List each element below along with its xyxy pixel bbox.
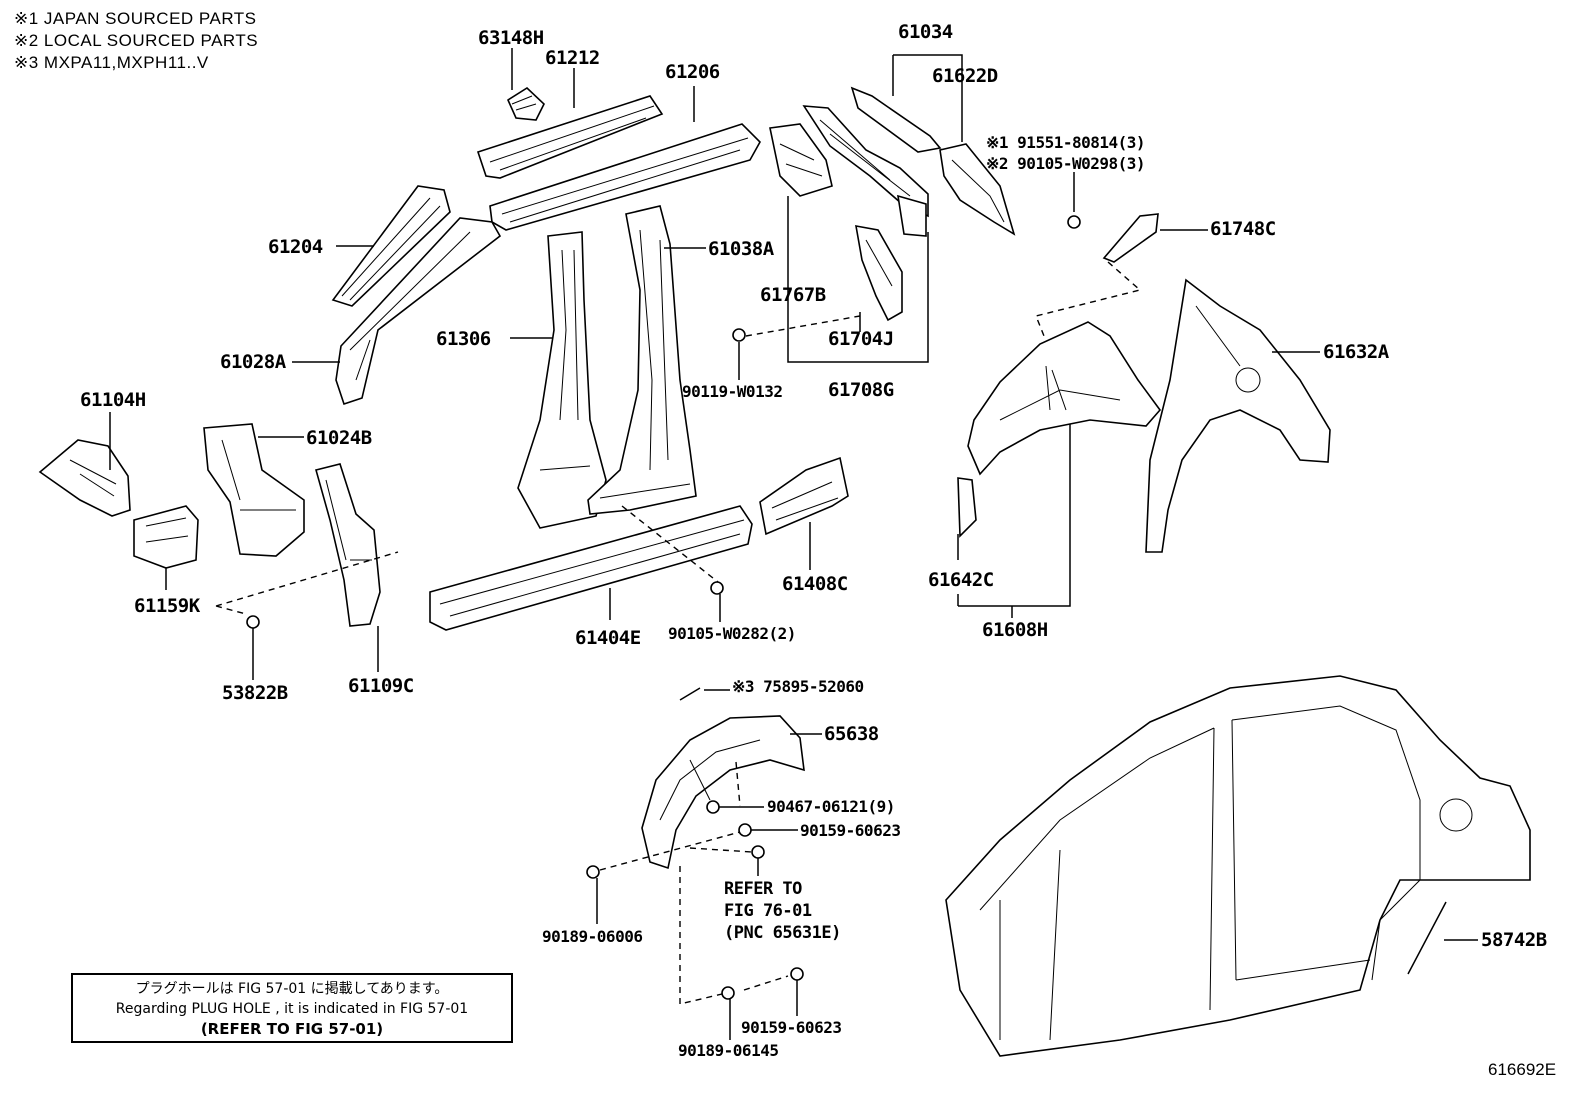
label-90159-60623-upper[interactable]: 90159-60623	[800, 821, 901, 840]
part-61306-center-pillar-inner	[517, 231, 607, 529]
part-61748c-bracket	[1102, 213, 1159, 263]
label-90105-w0282[interactable]: 90105-W0282(2)	[668, 624, 796, 643]
label-65638[interactable]: 65638	[824, 723, 879, 745]
part-61109c-pillar-front	[315, 463, 381, 627]
label-61748c[interactable]: 61748C	[1210, 218, 1276, 240]
part-58742b-moulding	[1407, 901, 1447, 975]
label-90119-w0132[interactable]: 90119-W0132	[682, 382, 783, 401]
refer-line-3: (PNC 65631E)	[724, 923, 841, 943]
part-61038a-center-pillar-outer	[587, 205, 697, 515]
refer-line-2[interactable]: FIG 76-01	[724, 901, 812, 921]
footnote-japan: ※1 JAPAN SOURCED PARTS	[14, 9, 257, 28]
part-61212-rail	[476, 95, 664, 179]
part-63148h-bracket	[506, 86, 545, 121]
leader-lines	[109, 48, 1478, 1040]
label-75895-52060[interactable]: ※3 75895-52060	[732, 677, 864, 696]
label-61038a[interactable]: 61038A	[708, 238, 774, 260]
label-61404e[interactable]: 61404E	[575, 627, 641, 649]
label-90467-06121[interactable]: 90467-06121(9)	[767, 797, 895, 816]
note-japanese: プラグホールは FIG 57-01 に掲載してあります。	[135, 981, 449, 997]
label-61024b[interactable]: 61024B	[306, 427, 372, 449]
part-75895-strip	[679, 687, 701, 701]
part-61608h-wheelhouse	[967, 321, 1162, 476]
label-90105-w0298[interactable]: ※2 90105-W0298(3)	[986, 154, 1146, 173]
label-61306[interactable]: 61306	[436, 328, 491, 350]
label-91551-80814[interactable]: ※1 91551-80814(3)	[986, 133, 1146, 152]
part-61632a-quarter-panel	[1145, 278, 1331, 553]
footnotes: ※1 JAPAN SOURCED PARTS ※2 LOCAL SOURCED …	[14, 8, 258, 74]
part-side-panel-assembly	[945, 675, 1531, 1057]
label-61704j[interactable]: 61704J	[828, 328, 894, 350]
label-90189-06006[interactable]: 90189-06006	[542, 927, 643, 946]
dashed-guides	[215, 261, 1142, 1005]
label-61212[interactable]: 61212	[545, 47, 600, 69]
part-61622d-panel	[939, 143, 1016, 236]
label-61642c[interactable]: 61642C	[928, 569, 994, 591]
part-61767b-panel	[769, 123, 833, 197]
label-53822b[interactable]: 53822B	[222, 682, 288, 704]
label-61206[interactable]: 61206	[665, 61, 720, 83]
part-61159k-bracket	[133, 505, 199, 569]
part-61034-rail	[850, 86, 942, 153]
label-61622d[interactable]: 61622D	[932, 65, 998, 87]
label-63148h[interactable]: 63148H	[478, 27, 544, 49]
label-61408c[interactable]: 61408C	[782, 573, 848, 595]
part-61028a-pillar-upper	[335, 217, 502, 406]
label-90159-60623-lower[interactable]: 90159-60623	[741, 1018, 842, 1037]
part-61708g-rail	[802, 105, 929, 237]
part-61024b-pillar-lower	[203, 423, 305, 557]
part-61642c-patch	[957, 477, 977, 538]
part-61408c-bracket	[759, 456, 849, 536]
refer-line-1: REFER TO	[724, 879, 802, 899]
label-61708g[interactable]: 61708G	[828, 379, 894, 401]
label-61109c[interactable]: 61109C	[348, 675, 414, 697]
part-65638-liner	[641, 715, 805, 870]
label-61028a[interactable]: 61028A	[220, 351, 286, 373]
fasteners	[246, 215, 1081, 1000]
label-61632a[interactable]: 61632A	[1323, 341, 1389, 363]
label-61034[interactable]: 61034	[898, 21, 953, 43]
label-61159k[interactable]: 61159K	[134, 595, 200, 617]
footnote-model: ※3 MXPA11,MXPH11..V	[14, 53, 209, 72]
label-61608h[interactable]: 61608H	[982, 619, 1048, 641]
label-61104h[interactable]: 61104H	[80, 389, 146, 411]
label-90189-06145[interactable]: 90189-06145	[678, 1041, 779, 1060]
part-61404e-rocker	[429, 505, 753, 631]
note-refer[interactable]: (REFER TO FIG 57-01)	[200, 1020, 384, 1038]
label-61204[interactable]: 61204	[268, 236, 323, 258]
figure-id: 616692E	[1488, 1060, 1557, 1079]
plug-hole-note-box: プラグホールは FIG 57-01 に掲載してあります。 Regarding P…	[71, 973, 513, 1043]
label-61767b[interactable]: 61767B	[760, 284, 826, 306]
note-english: Regarding PLUG HOLE , it is indicated in…	[115, 1001, 469, 1017]
part-61204-rail	[331, 185, 451, 307]
footnote-local: ※2 LOCAL SOURCED PARTS	[14, 31, 259, 50]
label-58742b[interactable]: 58742B	[1481, 929, 1547, 951]
part-61104h-bracket	[38, 439, 131, 517]
part-61704j-bracket	[855, 225, 903, 322]
